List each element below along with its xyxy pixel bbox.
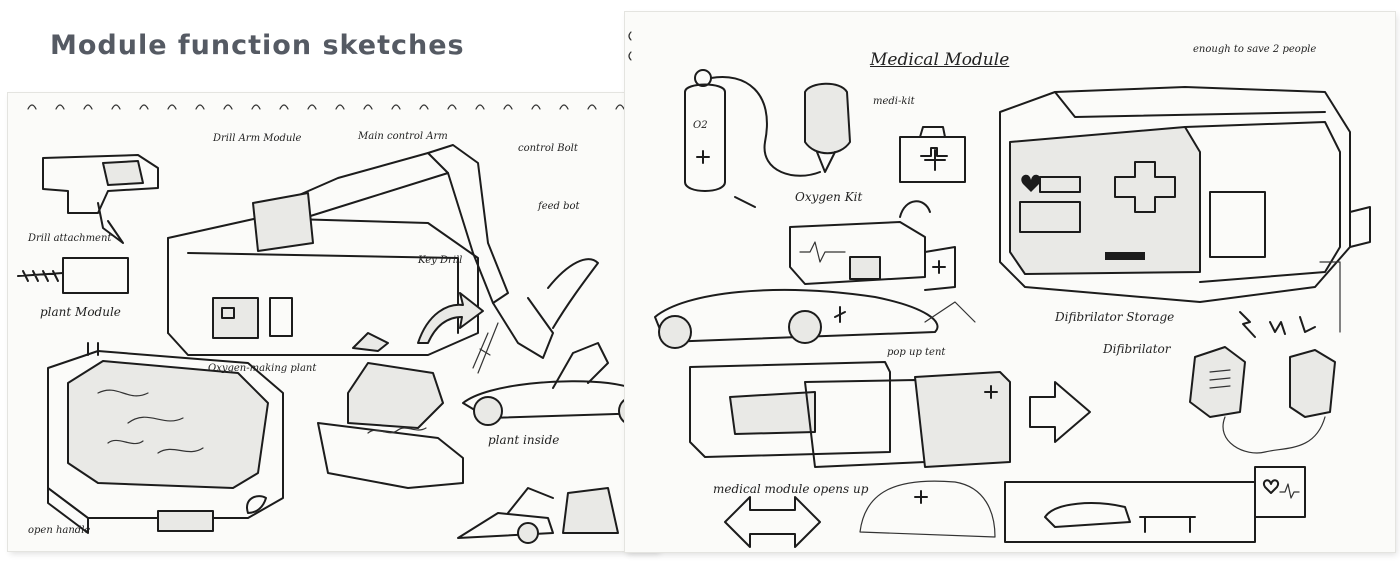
arrow-right-icon <box>1029 381 1091 443</box>
annotation-main-control-arm: Main control Arm <box>358 131 448 142</box>
drill-module-sketch <box>167 144 599 374</box>
left-sketch-sheet: Drill Arm Module Main control Arm contro… <box>8 93 658 551</box>
annotation-medical-module: Medical Module <box>870 50 1010 70</box>
annotation-drill-attachment: Drill attachment <box>28 233 112 244</box>
arrow-right-icon <box>417 292 484 344</box>
annotation-control-bolt: control Bolt <box>518 143 578 154</box>
right-sheet-drawing <box>628 31 1371 548</box>
annotation-difibrilator-storage: Difibrilator Storage <box>1055 310 1175 324</box>
drill-attachment-sketch <box>17 154 159 294</box>
leaf-icon <box>246 495 267 514</box>
annotation-pop-up-tent: pop up tent <box>887 347 946 358</box>
right-sketch-sheet: Medical Module enough to save 2 people m… <box>625 12 1395 552</box>
page-title: Module function sketches <box>50 30 465 61</box>
spiral-ring-icon <box>628 31 632 61</box>
rover-sketch <box>462 342 653 426</box>
medical-rover-sketch <box>654 288 976 349</box>
annotation-plant-module: plant Module <box>40 305 121 319</box>
medical-cross-icon <box>1114 161 1176 213</box>
annotation-open-handle: open handle <box>28 525 91 536</box>
annotation-enough-to-save: enough to save 2 people <box>1193 44 1317 55</box>
defibrillator-sketch <box>1189 311 1336 518</box>
annotation-oxygen-kit: Oxygen Kit <box>795 190 863 204</box>
oxygen-mask-sketch <box>734 82 851 208</box>
opening-plant-module-sketch <box>317 332 464 489</box>
annotation-difibrilator: Difibrilator <box>1103 342 1171 356</box>
left-sheet-drawing <box>17 144 653 544</box>
annotation-plant-inside: plant inside <box>488 433 560 447</box>
heart-icon <box>1021 174 1041 192</box>
spiral-ring-icon <box>27 104 625 110</box>
medical-module-sketch <box>999 86 1371 303</box>
annotation-key-drill: Key Drill <box>418 255 463 266</box>
stretcher-scene-sketch <box>1004 481 1256 543</box>
annotation-medical-module-opens-up: medical module opens up <box>713 482 869 496</box>
opening-medical-module-sketch <box>689 361 1011 468</box>
annotation-oxygen-plant: Oxygen-making plant <box>208 363 317 374</box>
bottom-rover-sketch <box>457 487 619 544</box>
medi-kit-sketch <box>899 126 966 183</box>
pop-up-tent-sketch <box>859 480 996 538</box>
annotation-feed-bot: feed bot <box>538 201 580 212</box>
double-arrow-icon <box>724 496 821 548</box>
annotation-drill-arm-module: Drill Arm Module <box>213 133 302 144</box>
annotation-o2-label: O2 <box>693 120 708 131</box>
annotation-medi-kit: medi-kit <box>873 96 915 107</box>
plant-module-sketch <box>47 342 284 534</box>
oxygen-kit-box-sketch <box>789 200 956 291</box>
oxygen-tank-icon <box>684 69 821 192</box>
drill-bit-icon <box>17 270 64 282</box>
lightning-icon <box>1239 311 1256 338</box>
